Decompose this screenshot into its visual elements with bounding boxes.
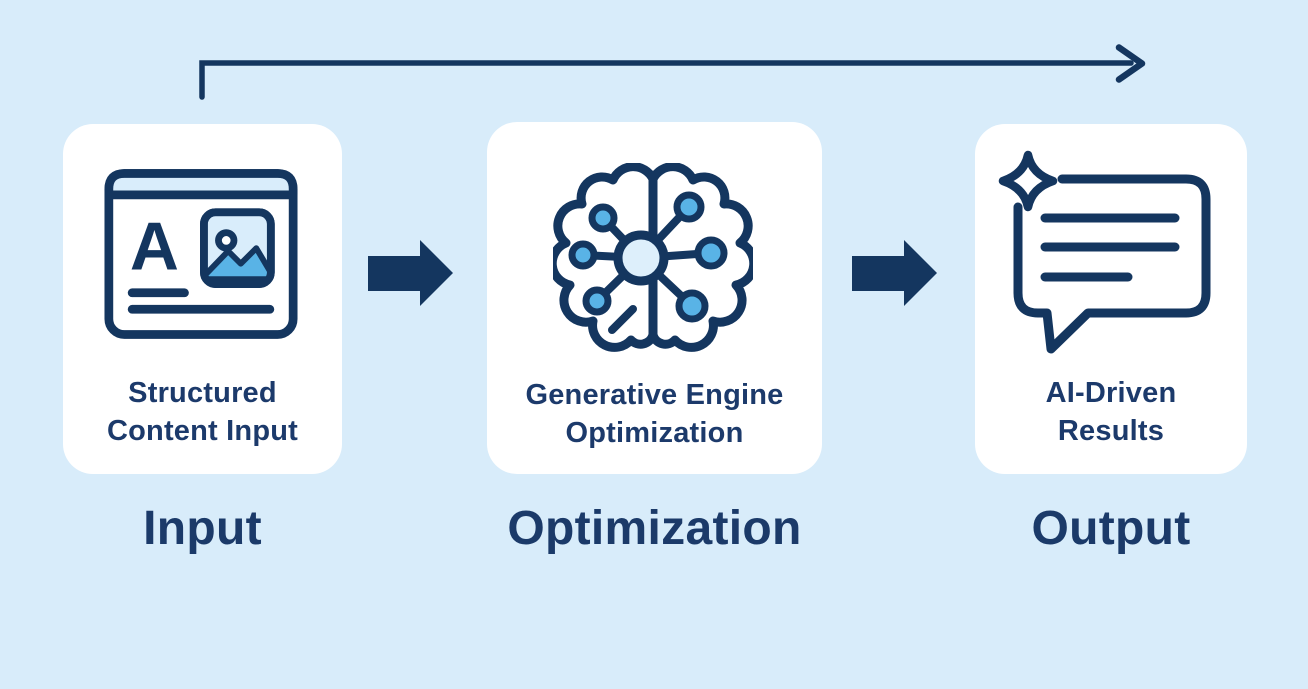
speech-bubble-outline: [1013, 174, 1211, 354]
image-thumbnail-icon: [200, 208, 275, 288]
stage-label-optimization: Optimization: [507, 502, 802, 555]
top-flow-arrow: [199, 44, 1146, 100]
step-caption-optimization: Generative Engine Optimization: [487, 376, 822, 452]
brain-network-icon: [553, 163, 753, 359]
arrow-optimization-to-output: [852, 240, 937, 306]
step-caption-input: Structured Content Input: [63, 374, 342, 450]
network-hub-node: [613, 230, 669, 286]
caption-line: Optimization: [565, 417, 744, 449]
caption-line: Results: [1057, 415, 1165, 447]
sparkle-icon: [998, 150, 1058, 212]
caption-line: AI-Driven: [1045, 377, 1177, 409]
letter-a-glyph: A: [130, 210, 179, 285]
arrowhead-icon: [1115, 44, 1146, 83]
step-card-input: A Structured Content Input: [63, 124, 342, 474]
caption-line: Structured: [128, 377, 277, 409]
caption-line: Generative Engine: [525, 379, 784, 411]
arrow-input-to-optimization: [368, 240, 453, 306]
bubble-text-lines: [1040, 213, 1180, 282]
caption-line: Content Input: [106, 415, 299, 447]
step-caption-output: AI-Driven Results: [975, 374, 1247, 450]
browser-header-bar: [104, 169, 298, 200]
step-card-output: AI-Driven Results: [975, 124, 1247, 474]
step-card-optimization: Generative Engine Optimization: [487, 122, 822, 474]
stage-label-input: Input: [143, 502, 262, 555]
stage-label-output: Output: [1031, 502, 1191, 555]
network-nodes: [568, 191, 728, 323]
structured-content-icon: A: [104, 169, 298, 339]
ai-chat-results-icon: [998, 150, 1211, 354]
